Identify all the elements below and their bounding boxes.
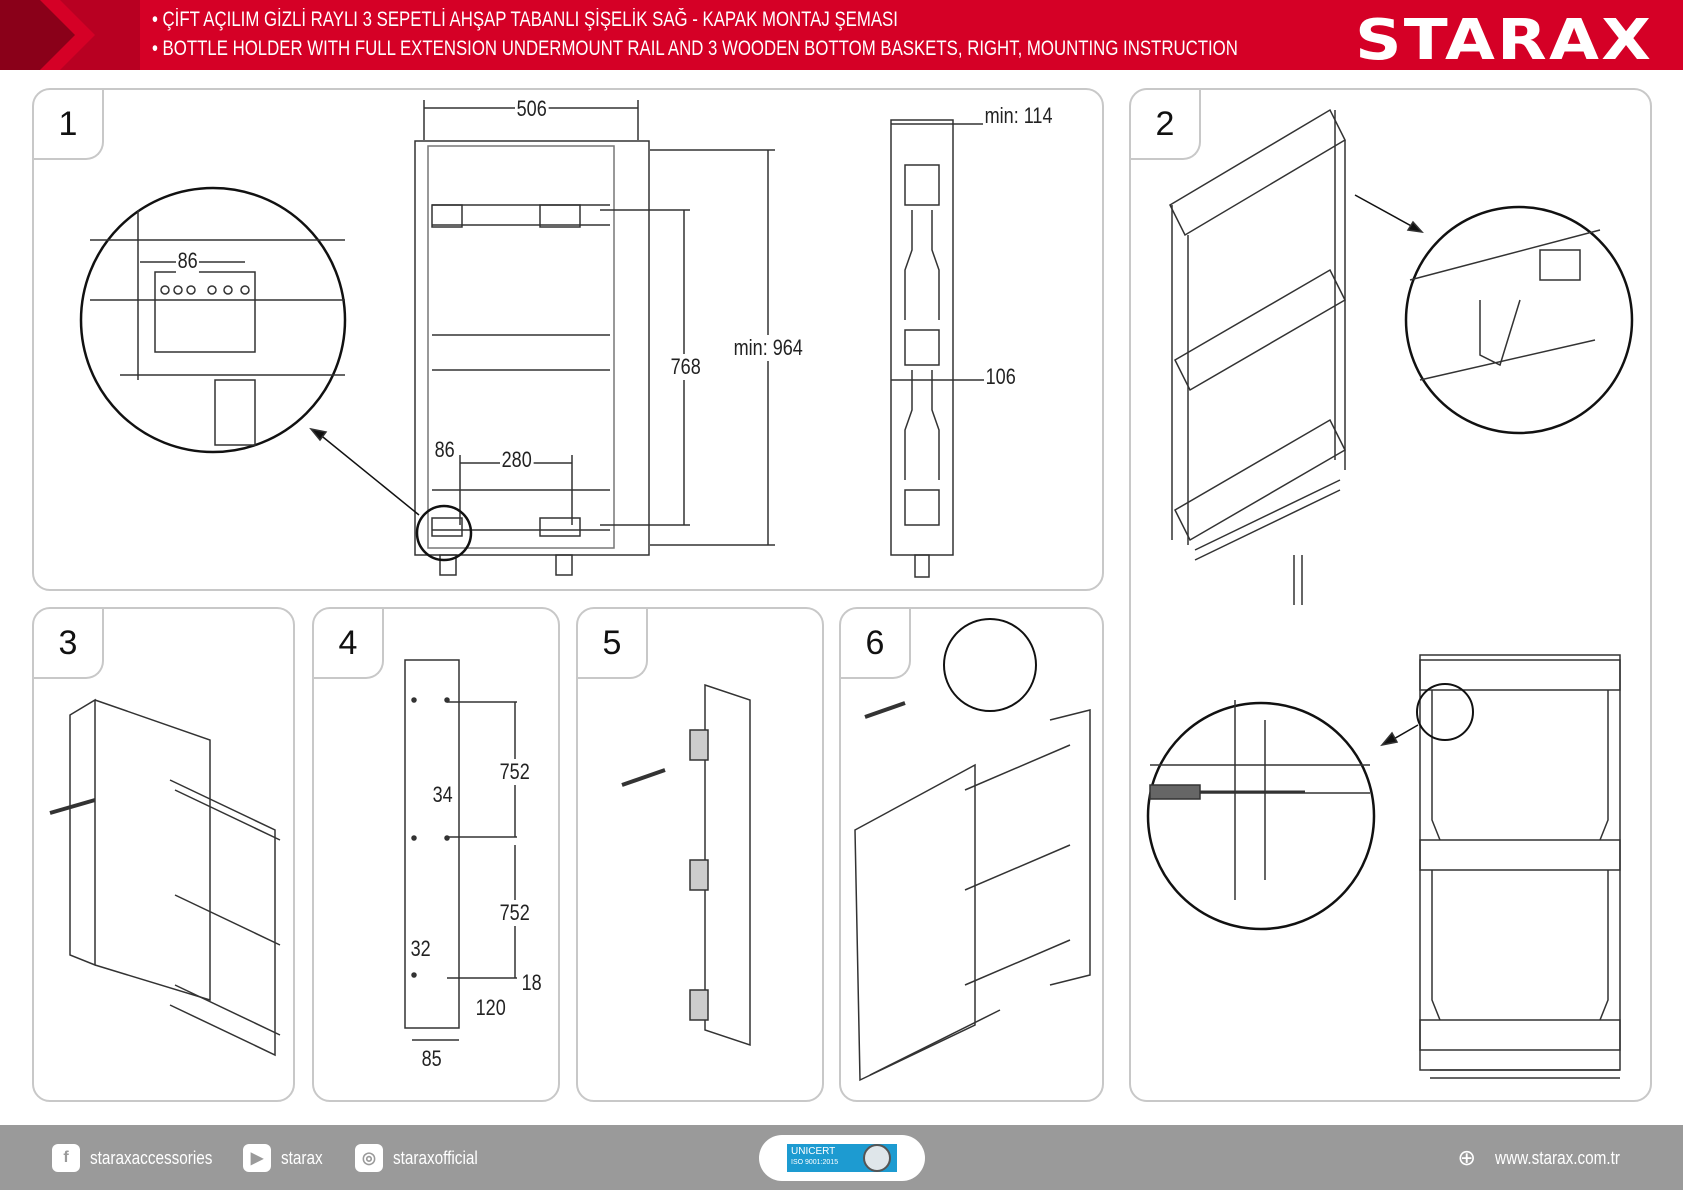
dim-height: min: 964 [732,335,805,361]
instagram-icon: ◎ [355,1144,383,1172]
step-number: 4 [314,609,384,679]
website-link[interactable]: ⊕www.starax.com.tr [1457,1145,1620,1170]
dim-width: 506 [515,96,549,122]
step-1-panel: 1 [32,88,1104,591]
dim-g: 85 [420,1046,444,1072]
step-number: 5 [578,609,648,679]
youtube-link[interactable]: ▶starax [243,1144,330,1172]
step-2-panel: 2 [1129,88,1652,1102]
dim-rail: 768 [669,354,703,380]
dim-f: 120 [474,995,508,1021]
cert-seal-icon [863,1144,891,1172]
title-english: • BOTTLE HOLDER WITH FULL EXTENSION UNDE… [152,37,1238,60]
step-number: 3 [34,609,104,679]
step-5-panel: 5 [576,607,824,1102]
facebook-icon: f [52,1144,80,1172]
youtube-icon: ▶ [243,1144,271,1172]
globe-icon: ⊕ [1457,1145,1476,1170]
title-turkish: • ÇİFT AÇILIM GİZLİ RAYLI 3 SEPETLİ AHŞA… [152,8,898,31]
dim-depth: min: 114 [983,103,1055,129]
dim-c: 752 [498,900,532,926]
step-3-panel: 3 [32,607,295,1102]
dim-detail: 86 [176,248,200,274]
instagram-link[interactable]: ◎staraxofficial [355,1144,493,1172]
cert-name: UNICERT [791,1146,836,1157]
dim-e: 18 [520,970,544,996]
certification-badge: UNICERT ISO 9001:2015 [759,1135,925,1181]
header-banner: • ÇİFT AÇILIM GİZLİ RAYLI 3 SEPETLİ AHŞA… [0,0,1683,70]
step-number: 6 [841,609,911,679]
step-number: 1 [34,90,104,160]
step-6-panel: 6 [839,607,1104,1102]
dim-d: 32 [409,936,433,962]
dim-b: 34 [431,782,455,808]
step-number: 2 [1131,90,1201,160]
starax-logo: STARAX [1354,8,1653,70]
dim-span: 280 [500,447,534,473]
dim-a: 752 [498,759,532,785]
cert-standard: ISO 9001:2015 [791,1159,839,1166]
dim-side: 106 [984,364,1018,390]
brand-chevron-graphic [0,0,140,70]
dim-left: 86 [433,437,457,463]
step-4-panel: 4 [312,607,560,1102]
